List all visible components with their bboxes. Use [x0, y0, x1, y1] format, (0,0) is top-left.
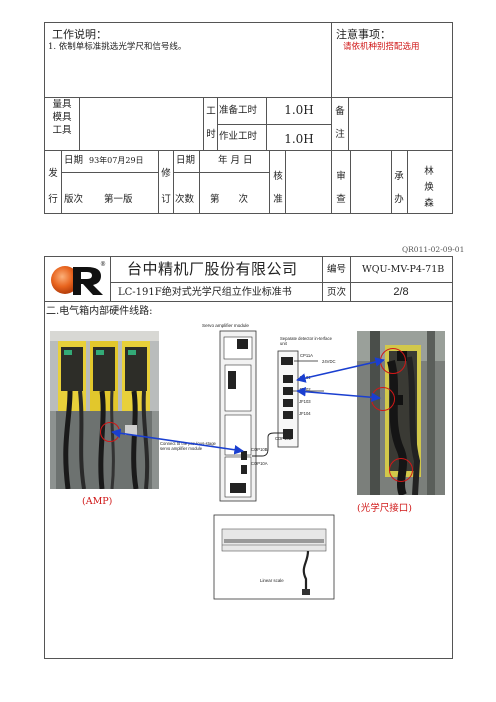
handler-name-1: 林: [424, 166, 434, 177]
approve-label-1: 核: [273, 171, 283, 182]
separate-detector-label: Separate detector in-terface unit: [280, 336, 332, 346]
op-time-label: 作业工时: [219, 131, 258, 142]
number-label: 编号: [327, 264, 347, 275]
number-value: WQU-MV-P4-71B: [362, 264, 445, 275]
scale-port-caption: (光学尺接口): [357, 503, 412, 514]
servo-amp-label: Servo amplifier module: [202, 323, 249, 328]
handler-label-1: 承: [394, 171, 404, 182]
version-label: 版次: [64, 194, 84, 205]
date-blank: 年 月 日: [218, 155, 253, 166]
amp-caption: (AMP): [82, 496, 113, 507]
prep-time-label: 准备工时: [219, 105, 258, 116]
issue-label-2: 行: [48, 194, 58, 205]
work-desc-item: 1. 依制单标准挑选光学尺和信号线。: [48, 42, 187, 52]
date-label: 日期: [64, 155, 84, 166]
count-blank: 第 次: [210, 194, 249, 205]
wiring-diagram: Servo amplifier module Separate detector…: [196, 323, 344, 613]
tools-label-1: 量具: [52, 99, 72, 110]
page-label: 页次: [327, 287, 347, 298]
cp11a-label: CP11A: [300, 353, 313, 358]
tools-label-3: 工具: [52, 125, 72, 136]
date-value: 93年07月29日: [89, 156, 144, 165]
review-label-1: 审: [336, 171, 346, 182]
work-time-label-2: 时: [206, 129, 216, 140]
port-highlight-circle-bottom: [389, 458, 413, 482]
remark-label-2: 注: [335, 129, 345, 140]
doc-title: LC-191F绝对式光学尺组立作业标准书: [118, 287, 292, 298]
remark-label-1: 备: [335, 106, 345, 117]
arrow-jf102-to-port: [296, 386, 381, 403]
notes-text: 请依机种别搭配选用: [343, 42, 420, 52]
issue-label-1: 发: [48, 168, 58, 179]
section-title: 二.电气箱内部硬件线路:: [46, 306, 153, 317]
prep-time-value: 1.0H: [284, 103, 314, 117]
jf104-label: JF104: [299, 411, 311, 416]
revise-label-2: 订: [161, 194, 171, 205]
cop10b-label-amp: COP10B: [251, 447, 268, 452]
handler-name-2: 焕: [424, 182, 434, 193]
notes-title: 注意事项：: [336, 28, 391, 41]
op-time-value: 1.0H: [284, 132, 314, 146]
cop10b-label-unit: COP10B: [275, 436, 292, 441]
amp-photo: [50, 331, 159, 489]
version-value: 第一版: [104, 194, 133, 205]
linear-scale-label: Linear scale: [260, 578, 284, 583]
page-value: 2/8: [393, 286, 409, 298]
approve-label-2: 准: [273, 194, 283, 205]
company-logo: [49, 262, 107, 298]
work-time-label-1: 工: [206, 106, 216, 117]
review-label-2: 查: [336, 194, 346, 205]
form-code: QR011-02-09-01: [402, 245, 465, 254]
revise-label-1: 修: [161, 168, 171, 179]
company-name: 台中精机厂股份有限公司: [127, 260, 298, 278]
handler-label-2: 办: [394, 194, 404, 205]
work-desc-title: 工作说明：: [52, 28, 107, 41]
registered-mark: ®: [100, 261, 106, 268]
tools-label-2: 模具: [52, 112, 72, 123]
date-label-2: 日期: [176, 155, 196, 166]
handler-name-3: 森: [424, 198, 434, 209]
count-label: 次数: [175, 194, 195, 205]
cop10a-label: COP10A: [251, 461, 268, 466]
arrow-jf101-to-port: [296, 357, 385, 383]
arrow-amp-to-cop10a: [111, 428, 244, 455]
